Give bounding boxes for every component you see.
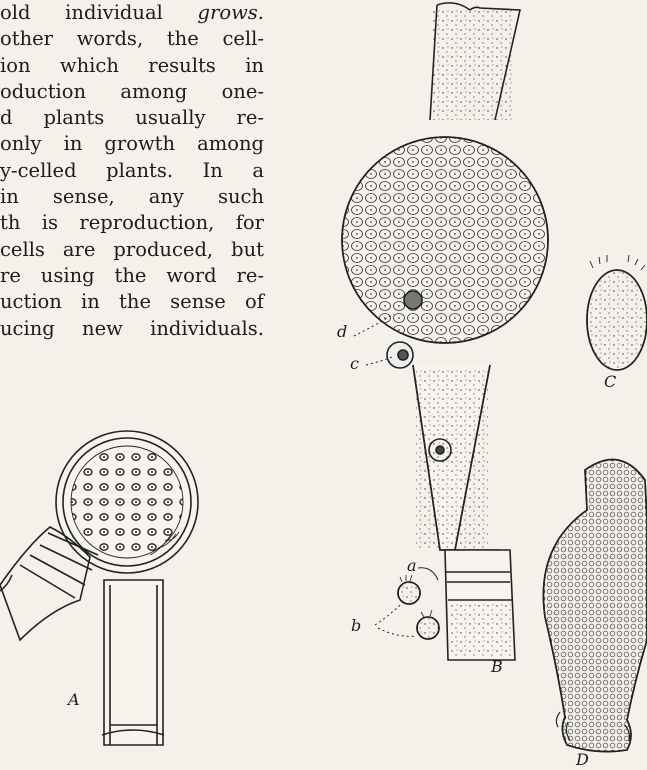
figure-label-d: D: [576, 750, 589, 769]
figure-b-drawing: [342, 3, 548, 660]
figure-d-drawing: [543, 460, 647, 752]
figure-label-a: A: [68, 690, 80, 709]
figure-label-d-small: d: [337, 322, 347, 341]
figure-label-b: B: [491, 657, 503, 676]
figure-c-drawing: [587, 255, 647, 370]
figure-label-b-small: b: [351, 616, 361, 635]
figure-label-a-small: a: [407, 556, 417, 575]
figure-label-c: C: [604, 372, 616, 391]
figure-label-c-small: c: [350, 354, 359, 373]
figure-a-drawing: [0, 431, 198, 745]
